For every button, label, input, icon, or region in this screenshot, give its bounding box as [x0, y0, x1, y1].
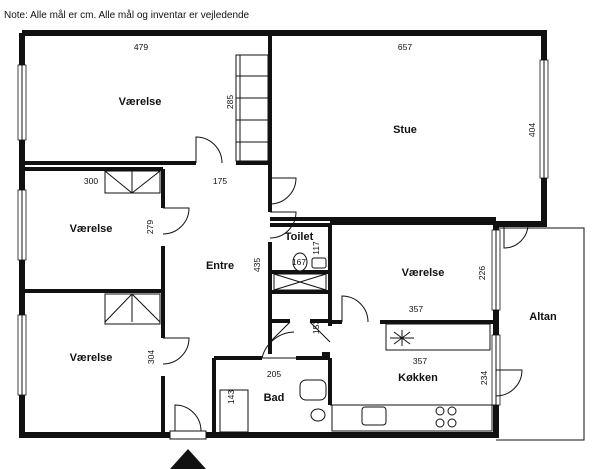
door-entrance [174, 404, 202, 432]
door-top-room [195, 136, 223, 164]
label-vaerelse-mid: Værelse [70, 223, 113, 235]
dim-479: 479 [134, 42, 148, 52]
kitchen-hood-icon [390, 330, 414, 346]
altan-outline [496, 227, 585, 441]
dim-117: 117 [311, 241, 321, 255]
door-corridor [269, 321, 331, 343]
dim-279: 279 [145, 220, 155, 234]
label-stue: Stue [393, 124, 417, 136]
dim-153: 153 [311, 320, 321, 334]
label-toilet: Toilet [285, 231, 314, 243]
dim-404: 404 [527, 123, 537, 137]
label-entre: Entre [206, 260, 234, 272]
toilet-bowl-icon [292, 252, 308, 272]
dim-175: 175 [213, 176, 227, 186]
door-right-room [341, 295, 369, 323]
door-altan-top [503, 223, 529, 249]
label-altan: Altan [529, 311, 557, 323]
dim-357-kitchen: 357 [413, 356, 427, 366]
dim-226: 226 [477, 266, 487, 280]
entrance-arrow-icon [170, 449, 206, 469]
label-vaerelse-top: Værelse [119, 96, 162, 108]
door-toilet [269, 211, 297, 239]
kitchen-sink-icon [361, 406, 387, 426]
dim-357-room: 357 [409, 304, 423, 314]
bad-sink-icon [310, 408, 326, 422]
dim-205: 205 [267, 369, 281, 379]
door-bot-room [162, 337, 190, 365]
wardrobe-top-room [235, 54, 269, 162]
shower-icon [219, 389, 249, 433]
dim-285: 285 [225, 95, 235, 109]
dim-657: 657 [398, 42, 412, 52]
bad-toilet-icon [299, 379, 327, 401]
door-altan-kitchen [495, 369, 523, 397]
dim-167: 167 [292, 257, 306, 267]
label-vaerelse-bottom: Værelse [70, 352, 113, 364]
dim-234: 234 [479, 371, 489, 385]
door-stue [269, 177, 297, 205]
label-kokken: Køkken [398, 372, 438, 384]
outer-wall [22, 30, 547, 438]
entrance-threshold [169, 430, 207, 440]
dim-304: 304 [146, 350, 156, 364]
dim-143: 143 [226, 390, 236, 404]
toilet-sink-icon [311, 257, 327, 269]
dim-300: 300 [84, 176, 98, 186]
label-bad: Bad [264, 392, 285, 404]
kitchen-counter-bottom [331, 404, 493, 432]
hob-icon [435, 406, 445, 416]
door-bad [261, 331, 296, 359]
label-vaerelse-right: Værelse [402, 267, 445, 279]
plan-note: Note: Alle mål er cm. Alle mål og invent… [4, 10, 250, 21]
dim-435: 435 [252, 258, 262, 272]
door-mid-room [162, 207, 190, 235]
